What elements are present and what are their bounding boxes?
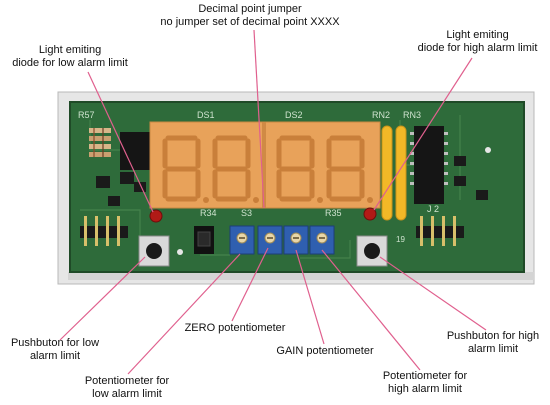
- potentiometers: [229, 225, 335, 255]
- jumper-shell: [197, 231, 211, 247]
- silk-ds2: DS2: [285, 110, 303, 120]
- left-resistors: [89, 128, 111, 157]
- resistor-network-rn3: [395, 125, 407, 221]
- label-pot-high-alarm: Potentiometer for high alarm limit: [382, 370, 468, 395]
- resistor-network-rn2: [381, 125, 393, 221]
- label-decimal-point-jumper: Decimal point jumper no jumper set of de…: [160, 3, 340, 28]
- label-zero-potentiometer: ZERO potentiometer: [184, 322, 286, 334]
- label-led-low-alarm: Light emiting diode for low alarm limit: [12, 44, 128, 69]
- led-low-alarm: [149, 209, 163, 223]
- label-pushbutton-high: Pushbuton for high alarm limit: [446, 330, 540, 355]
- callout-lines: [59, 29, 487, 375]
- silk-r34: R34: [200, 208, 217, 218]
- right-transistors: [454, 156, 488, 200]
- callout-line-pb-low: [59, 256, 146, 341]
- silk-r57: R57: [78, 110, 95, 120]
- silk-j2: J 2: [427, 204, 439, 214]
- silk-r35: R35: [325, 208, 342, 218]
- silk-s3: S3: [241, 208, 252, 218]
- label-pot-low-alarm: Potentiometer for low alarm limit: [84, 375, 170, 400]
- callout-line-pb-high: [379, 256, 487, 331]
- label-pushbutton-low: Pushbuton for low alarm limit: [10, 337, 100, 362]
- decimal-points: [203, 197, 373, 203]
- callout-line-zero: [231, 247, 269, 322]
- left-pin-header: [80, 216, 128, 246]
- callout-line-pot-high: [321, 249, 421, 371]
- mounting-holes: [177, 147, 491, 255]
- right-ic-pins: [410, 132, 448, 185]
- right-pin-header: [416, 216, 464, 246]
- seven-segment-digits: [162, 135, 365, 202]
- right-ic: [414, 126, 444, 204]
- frame-shadow: [68, 272, 534, 280]
- callout-line-jumper: [253, 29, 265, 209]
- callout-line-gain: [295, 249, 325, 345]
- callout-line-pot-low: [127, 253, 241, 375]
- left-ic: [120, 132, 154, 170]
- silk-rn3: RN3: [403, 110, 421, 120]
- silk-rn2: RN2: [372, 110, 390, 120]
- silk-19: 19: [396, 235, 405, 244]
- left-transistors: [96, 172, 146, 206]
- pushbutton-high: [356, 235, 388, 267]
- label-led-high-alarm: Light emiting diode for high alarm limit: [417, 29, 538, 54]
- callout-line-led-high: [373, 57, 473, 211]
- pushbutton-low: [138, 235, 170, 267]
- silk-ds1: DS1: [197, 110, 215, 120]
- display-divider: [262, 122, 266, 208]
- led-high-alarm: [363, 207, 377, 221]
- callout-line-led-low: [87, 71, 154, 213]
- label-gain-potentiometer: GAIN potentiometer: [276, 345, 374, 357]
